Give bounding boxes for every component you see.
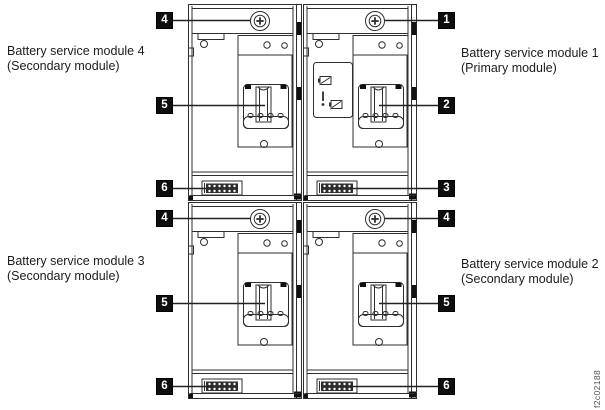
battery-status-icon — [318, 76, 332, 85]
battery-module-3-drawing — [187, 201, 303, 400]
callout-module3-connector: 6 — [156, 378, 173, 395]
battery-module-4-drawing — [187, 3, 303, 202]
module-4-label: Battery service module 4 (Secondary modu… — [7, 44, 145, 74]
module-2-label: Battery service module 2 (Secondary modu… — [461, 257, 599, 287]
module-4-title: Battery service module 4 — [7, 44, 145, 58]
battery-status-icon — [329, 100, 343, 109]
battery-module-2-drawing — [302, 201, 418, 400]
module-1-title: Battery service module 1 — [461, 46, 599, 60]
module-3-label: Battery service module 3 (Secondary modu… — [7, 254, 145, 284]
callout-module2-screw: 4 — [438, 210, 455, 227]
callout-leader-lines — [173, 19, 438, 388]
callout-module1-screw: 1 — [438, 12, 455, 29]
module-4-subtitle: (Secondary module) — [7, 59, 120, 73]
callout-module2-connector: 6 — [438, 378, 455, 395]
module-2-title: Battery service module 2 — [461, 257, 599, 271]
callout-module4-connector: 6 — [156, 180, 173, 197]
callout-module4-screw: 4 — [156, 12, 173, 29]
module-1-subtitle: (Primary module) — [461, 61, 557, 75]
battery-module-1-drawing — [302, 3, 418, 202]
callout-module2-latch: 5 — [438, 295, 455, 312]
module-1-label: Battery service module 1 (Primary module… — [461, 46, 599, 76]
module-2-subtitle: (Secondary module) — [461, 272, 574, 286]
figure-id-text: f2c02188 — [592, 369, 602, 408]
module-3-title: Battery service module 3 — [7, 254, 145, 268]
callout-module1-connector: 3 — [438, 180, 455, 197]
module-3-subtitle: (Secondary module) — [7, 269, 120, 283]
callout-module4-latch: 5 — [156, 97, 173, 114]
callout-module1-latch: 2 — [438, 97, 455, 114]
callout-module3-screw: 4 — [156, 210, 173, 227]
fault-exclamation-icon — [321, 91, 325, 106]
callout-module3-latch: 5 — [156, 295, 173, 312]
status-indicator-panel — [313, 62, 353, 118]
